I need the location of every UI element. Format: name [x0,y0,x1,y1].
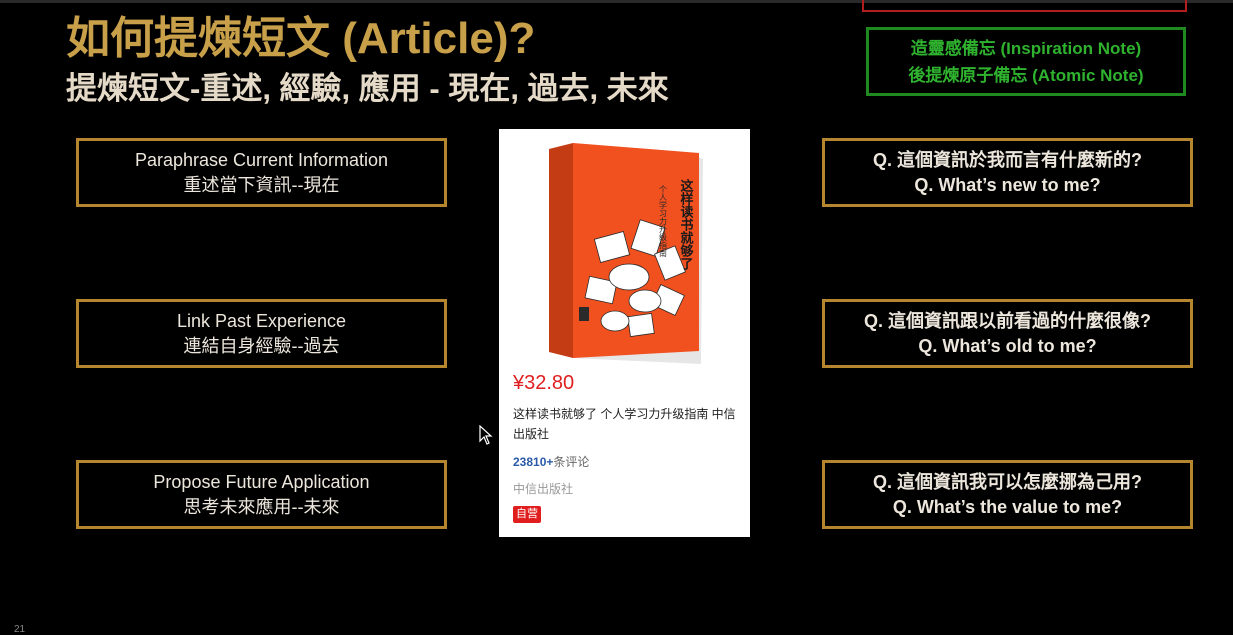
mouse-cursor-icon [479,425,493,445]
box-whats-value-zh: Q. 這個資訊我可以怎麼挪為己用? [873,471,1142,492]
box-paraphrase: Paraphrase Current Information 重述當下資訊--現… [76,138,447,207]
box-whats-old: Q. 這個資訊跟以前看過的什麼很像? Q. What’s old to me? [822,299,1193,368]
box-whats-new-zh: Q. 這個資訊於我而言有什麼新的? [873,149,1142,170]
note-box: 造靈感備忘 (Inspiration Note) 後提煉原子備忘 (Atomic… [866,27,1186,96]
box-future: Propose Future Application 思考未來應用--未來 [76,460,447,529]
box-link-past: Link Past Experience 連結自身經驗--過去 [76,299,447,368]
box-whats-new: Q. 這個資訊於我而言有什麼新的? Q. What’s new to me? [822,138,1193,207]
review-count-number[interactable]: 23810+ [513,455,554,469]
box-whats-old-zh: Q. 這個資訊跟以前看過的什麼很像? [864,310,1151,331]
product-publisher[interactable]: 中信出版社 [513,482,574,496]
box-whats-new-en: Q. What’s new to me? [914,174,1101,195]
product-price: ¥32.80 [513,372,575,394]
product-title-link[interactable]: 这样读书就够了 个人学习力升级指南 中信出版社 [513,407,736,441]
box-whats-value-en: Q. What’s the value to me? [892,496,1123,517]
box-whats-value: Q. 這個資訊我可以怎麼挪為己用? Q. What’s the value to… [822,460,1193,529]
box-whats-old-en: Q. What’s old to me? [918,335,1097,356]
box-future-zh: 思考未來應用--未來 [183,496,340,517]
review-count[interactable]: 23810+条评论 [513,453,589,470]
product-card[interactable]: 这样读书就够了 个人学习力升级指南 ¥32.80 这样读书就够了 个人学习力升级… [499,129,750,537]
self-operated-badge: 自营 [513,506,541,523]
window-top-bar [0,0,1233,3]
slide-subtitle: 提煉短文-重述, 經驗, 應用 - 現在, 過去, 未來 [66,71,669,106]
box-link-past-en: Link Past Experience [176,310,347,331]
box-paraphrase-zh: 重述當下資訊--現在 [183,174,340,195]
review-count-label: 条评论 [553,455,590,469]
box-future-en: Propose Future Application [153,471,370,492]
box-paraphrase-en: Paraphrase Current Information [134,149,389,170]
cover-subtitle-text: 个人学习力升级指南 [659,185,668,257]
note-line-atomic: 後提煉原子備忘 (Atomic Note) [908,65,1144,85]
cover-title-text: 这样读书就够了 [678,178,695,271]
box-link-past-zh: 連結自身經驗--過去 [183,335,340,356]
red-outline-box [862,0,1187,12]
slide-page-number: 21 [14,624,26,635]
slide-title: 如何提煉短文 (Article)? [66,14,536,63]
note-line-inspiration: 造靈感備忘 (Inspiration Note) [910,38,1142,58]
book-cover-image[interactable]: 这样读书就够了 个人学习力升级指南 [537,139,707,364]
